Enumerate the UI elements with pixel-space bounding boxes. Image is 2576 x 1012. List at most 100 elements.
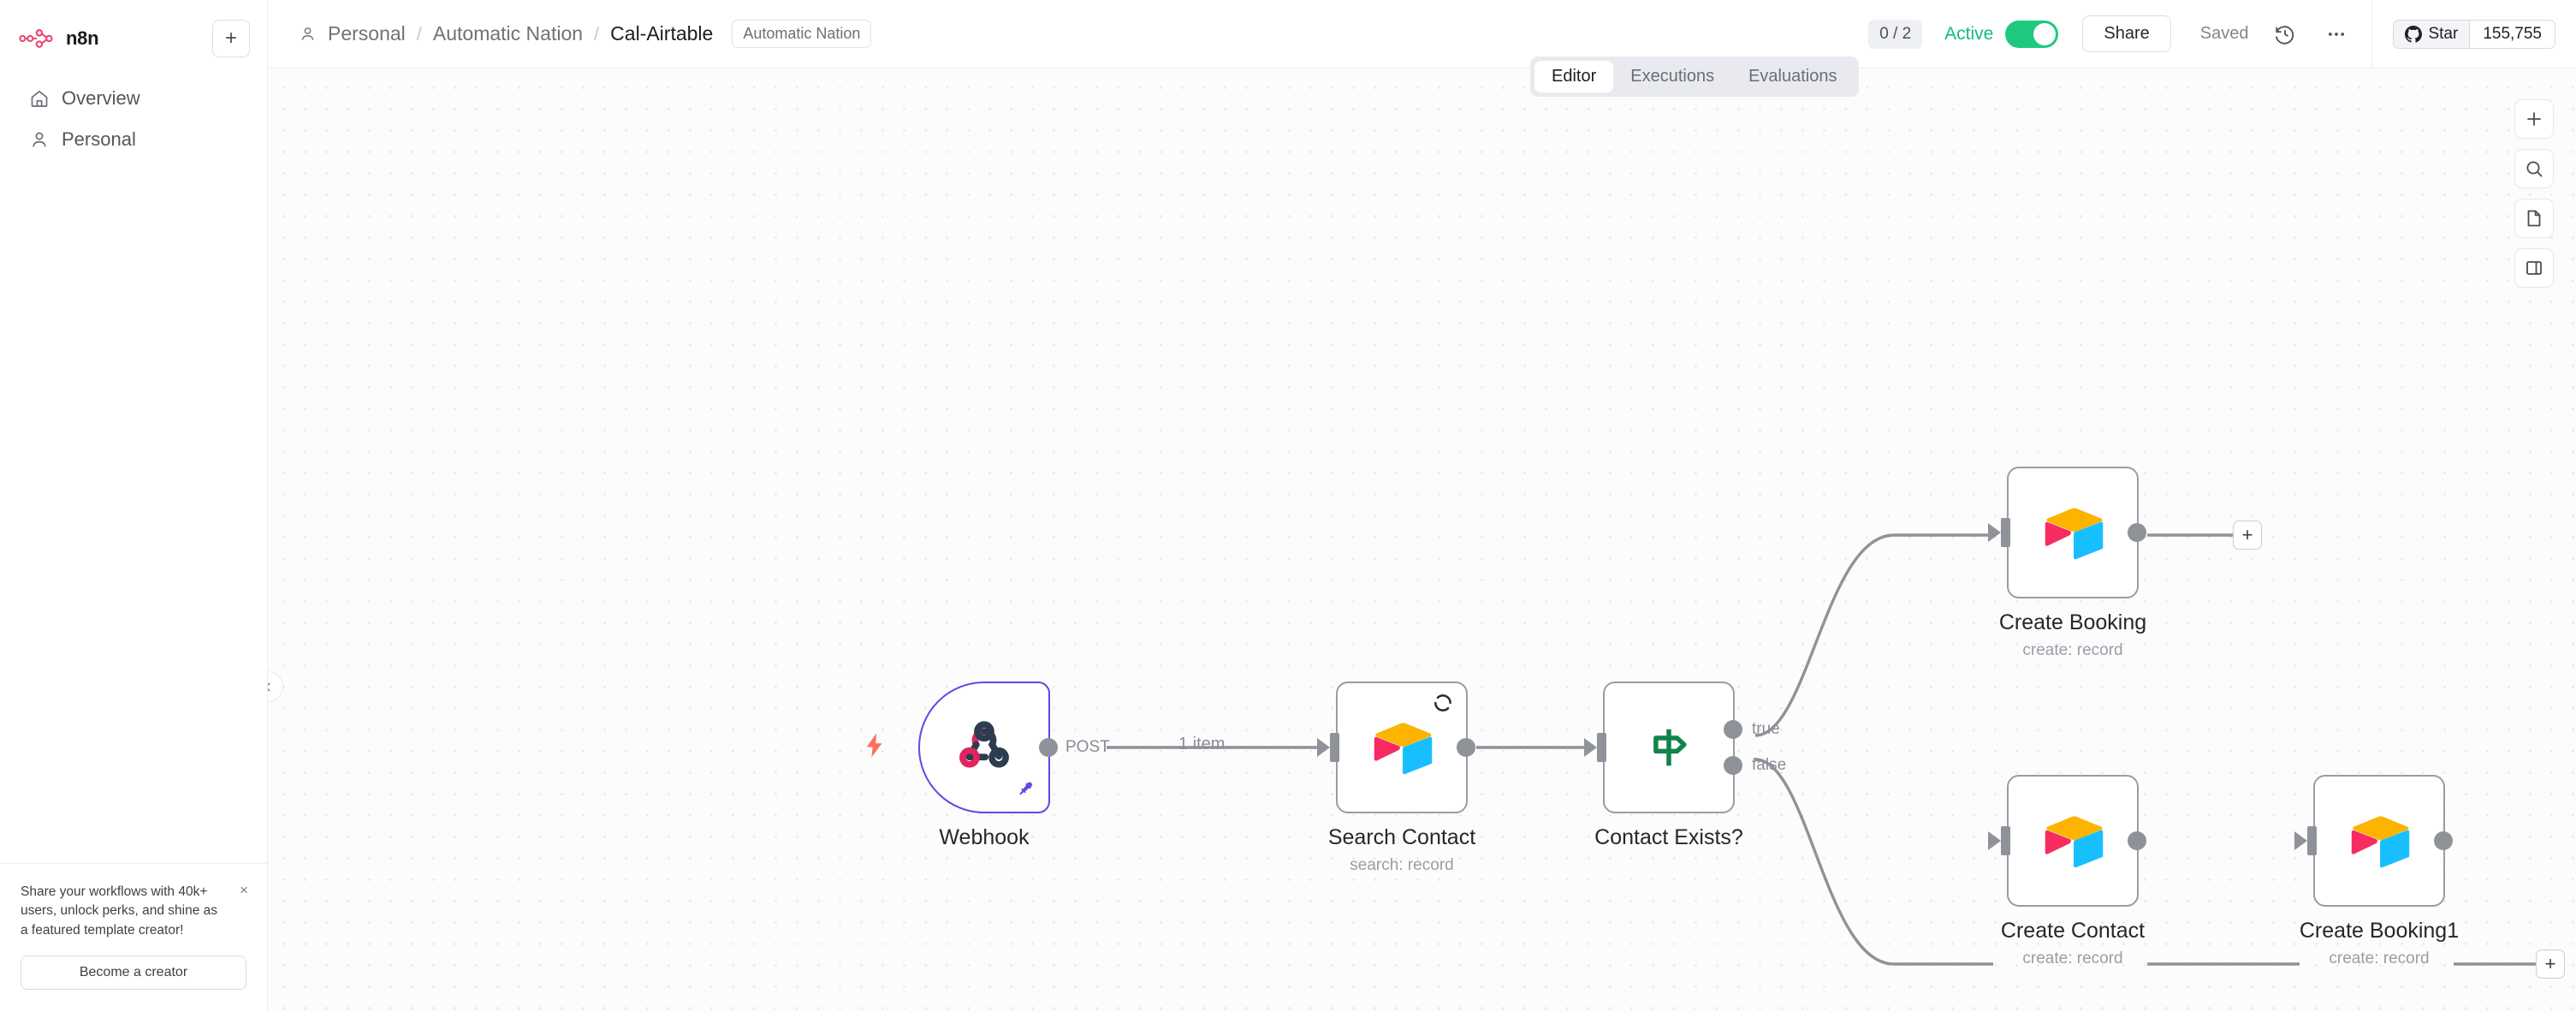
promo-text: Share your workflows with 40k+ users, un… <box>21 884 218 938</box>
node-create-booking[interactable]: Create Booking create: record <box>1999 467 2146 659</box>
connection-false-create-contact <box>1754 758 1993 966</box>
add-node-stub-top[interactable]: + <box>2233 521 2262 550</box>
input-port-contact-exists <box>1597 733 1606 762</box>
node-label-create-contact: Create Contact <box>2000 919 2146 943</box>
node-contact-exists[interactable]: true false Contact Exists? <box>1594 682 1786 849</box>
main-area: Personal / Automatic Nation / Cal-Airtab… <box>268 0 2576 1012</box>
node-subtitle-create-booking: create: record <box>2022 641 2123 659</box>
output-port-create-booking1[interactable] <box>2434 831 2453 850</box>
node-create-booking1[interactable]: Create Booking1 create: record <box>2300 775 2459 967</box>
airtable-icon <box>2045 508 2104 560</box>
toggle-knob <box>2033 22 2057 45</box>
breadcrumb-separator: / <box>594 22 600 45</box>
execution-count-badge: 0 / 2 <box>1868 19 1923 49</box>
tab-editor[interactable]: Editor <box>1534 61 1614 92</box>
breadcrumb-item-personal[interactable]: Personal <box>328 22 406 45</box>
node-subtitle-search-contact: search: record <box>1350 856 1454 874</box>
trigger-bolt-icon <box>860 731 889 765</box>
sidebar: n8n + Overview Personal × Sha <box>0 0 268 1012</box>
sidebar-item-personal[interactable]: Personal <box>9 120 258 159</box>
tab-evaluations[interactable]: Evaluations <box>1748 67 1837 86</box>
creator-promo-banner: × Share your workflows with 40k+ users, … <box>0 862 267 1012</box>
person-icon <box>301 27 314 40</box>
ellipsis-icon[interactable] <box>2322 20 2351 49</box>
chevron-left-icon <box>268 682 270 692</box>
search-nodes-button[interactable] <box>2514 149 2554 188</box>
output-port-webhook[interactable] <box>1039 738 1058 757</box>
node-label-webhook: Webhook <box>939 825 1030 849</box>
sidebar-item-label: Personal <box>62 128 136 150</box>
add-node-stub-bottom[interactable]: + <box>2536 949 2565 979</box>
pinned-data-icon <box>1018 780 1038 805</box>
node-search-contact[interactable]: Search Contact search: record <box>1328 682 1475 874</box>
add-workflow-button[interactable]: + <box>212 20 250 57</box>
header-actions: 0 / 2 Active Share Saved <box>1868 0 2555 68</box>
home-icon <box>31 90 48 107</box>
node-box-contact-exists[interactable]: true false <box>1597 682 1786 813</box>
output-port-create-contact[interactable] <box>2128 831 2146 850</box>
node-box-search-contact[interactable] <box>1330 682 1475 813</box>
workflow-header: Personal / Automatic Nation / Cal-Airtab… <box>268 0 2576 68</box>
node-box-create-contact[interactable] <box>2001 775 2146 907</box>
node-webhook[interactable]: POST Webhook <box>866 682 1110 849</box>
node-box-create-booking[interactable] <box>2001 467 2146 598</box>
node-box-create-booking1[interactable] <box>2307 775 2453 907</box>
github-icon <box>2405 25 2423 43</box>
share-button[interactable]: Share <box>2082 15 2171 52</box>
connection-item-count-label: 1 item <box>1178 735 1226 753</box>
sidebar-item-overview[interactable]: Overview <box>9 79 258 118</box>
input-port-search-contact <box>1330 733 1339 762</box>
github-star-left[interactable]: Star <box>2394 20 2471 48</box>
app-logo-text: n8n <box>66 27 99 49</box>
canvas-toolbar <box>2514 99 2554 288</box>
app-logo[interactable]: n8n <box>19 27 99 50</box>
connection-true-create-booking <box>1754 533 1993 737</box>
activate-workflow-toggle[interactable] <box>2005 20 2059 48</box>
n8n-logo-icon <box>19 29 53 48</box>
output-port-true[interactable] <box>1724 720 1742 739</box>
node-label-create-booking1: Create Booking1 <box>2299 919 2460 943</box>
become-a-creator-button[interactable]: Become a creator <box>21 955 246 990</box>
add-node-button[interactable] <box>2514 99 2554 139</box>
airtable-icon <box>1374 723 1433 775</box>
sidebar-header: n8n + <box>0 0 267 62</box>
output-port-search-contact[interactable] <box>1457 738 1475 757</box>
close-icon[interactable]: × <box>240 881 248 898</box>
plus-icon <box>2527 112 2541 126</box>
node-subtitle-create-booking1: create: record <box>2329 949 2430 967</box>
workflow-tabs: Editor Executions Evaluations <box>1530 57 1859 97</box>
node-label-create-booking: Create Booking <box>1998 610 2147 634</box>
airtable-icon <box>2045 816 2104 868</box>
node-subtitle-create-contact: create: record <box>2022 949 2123 967</box>
history-icon[interactable] <box>2270 20 2300 49</box>
header-divider <box>2371 0 2373 68</box>
page-title[interactable]: Cal-Airtable <box>610 22 714 45</box>
output-port-false[interactable] <box>1724 756 1742 775</box>
node-label-contact-exists: Contact Exists? <box>1594 825 1743 849</box>
node-status-icon <box>1432 692 1454 718</box>
breadcrumb-separator: / <box>416 22 422 45</box>
output-port-create-booking[interactable] <box>2128 523 2146 542</box>
output-label-false: false <box>1752 756 1787 774</box>
github-star-button[interactable]: Star 155,755 <box>2393 19 2555 49</box>
webhook-icon <box>959 721 1009 768</box>
sidebar-collapse-button[interactable] <box>268 671 283 702</box>
add-sticky-note-button[interactable] <box>2514 199 2554 238</box>
person-icon <box>33 132 46 147</box>
node-create-contact[interactable]: Create Contact create: record <box>2001 775 2146 967</box>
output-label-post: POST <box>1065 738 1110 756</box>
search-icon <box>2526 161 2543 177</box>
breadcrumb-item-project[interactable]: Automatic Nation <box>432 22 584 45</box>
node-label-search-contact: Search Contact <box>1327 825 1476 849</box>
tab-executions[interactable]: Executions <box>1630 67 1715 86</box>
side-panel-icon <box>2526 261 2542 275</box>
toggle-logs-panel-button[interactable] <box>2514 248 2554 288</box>
workflow-tag[interactable]: Automatic Nation <box>732 20 872 48</box>
input-port-create-booking1 <box>2307 826 2317 855</box>
workflow-canvas[interactable]: POST Webhook <box>268 68 2576 1012</box>
airtable-icon <box>2351 816 2410 868</box>
node-box-webhook[interactable]: POST <box>918 682 1110 813</box>
input-port-create-booking <box>2001 518 2010 547</box>
active-status-label: Active <box>1944 23 1994 44</box>
sidebar-nav: Overview Personal <box>0 62 267 159</box>
